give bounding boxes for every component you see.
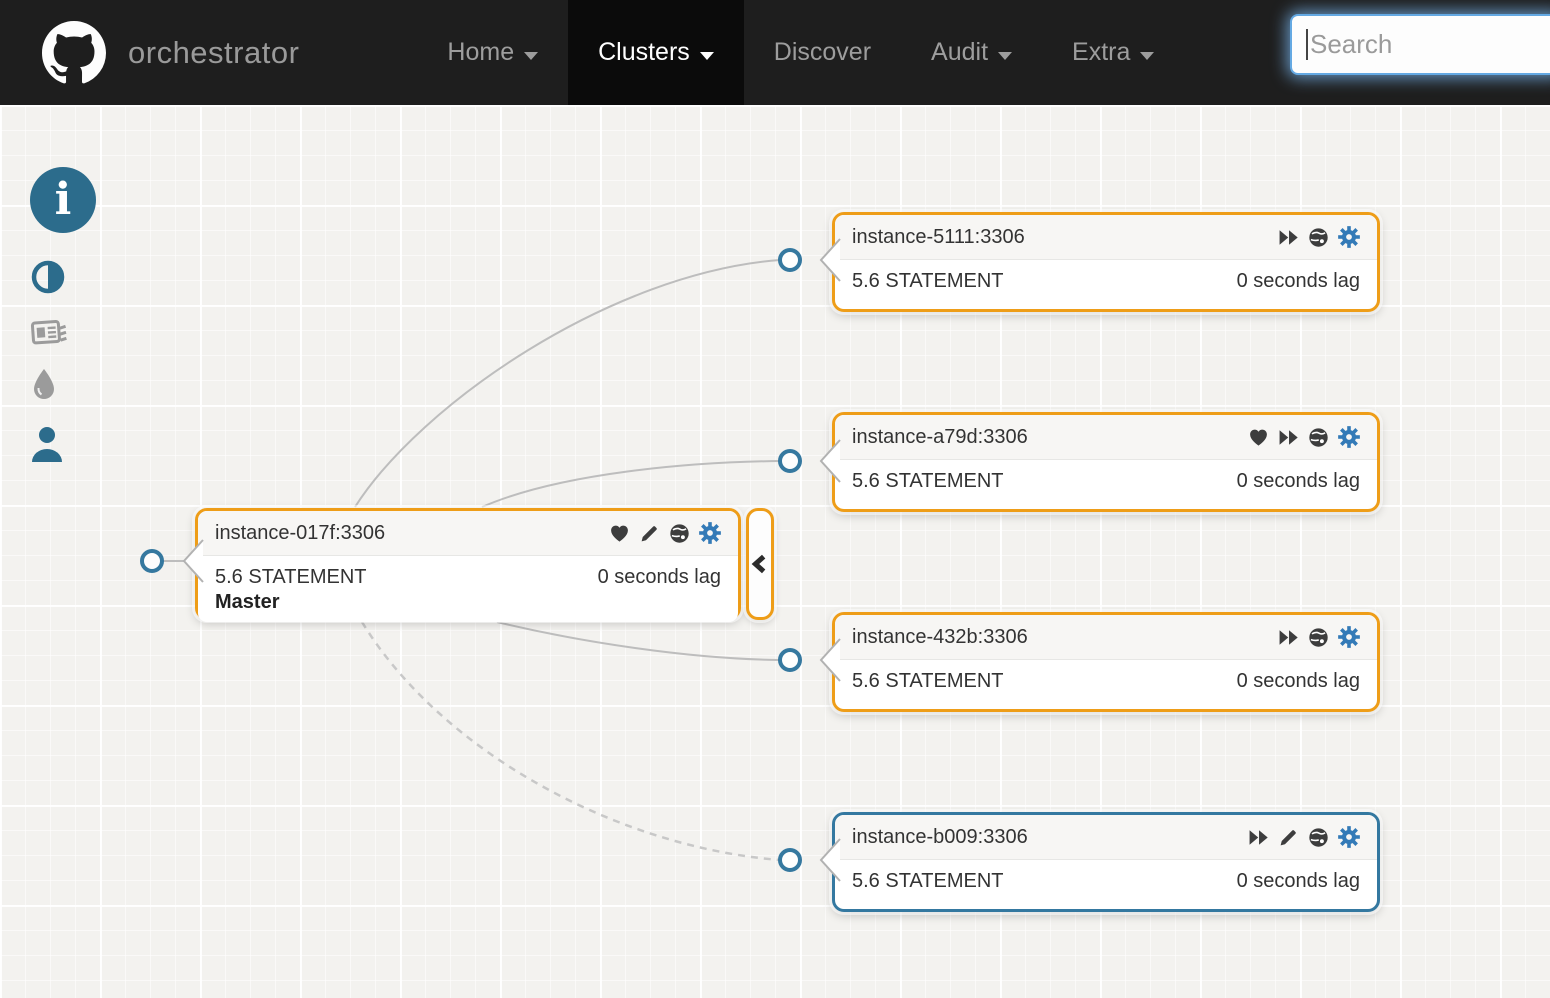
- instance-body: 5.6 STATEMENT 0 seconds lag: [835, 660, 1377, 701]
- chevron-down-icon: [524, 38, 539, 67]
- box-arrow-notch: [179, 538, 205, 589]
- fast-forward-icon[interactable]: [1278, 227, 1299, 248]
- main-menu: Home Clusters Discover Audit Extra: [417, 0, 1184, 105]
- fast-forward-icon[interactable]: [1248, 827, 1269, 848]
- top-navbar: orchestrator Home Clusters Discover Audit Ex…: [0, 0, 1550, 105]
- chevron-down-icon: [1140, 38, 1155, 67]
- instance-box[interactable]: instance-017f:3306 5.6 STATEMENT Master …: [195, 508, 741, 622]
- instance-actions: [1248, 826, 1360, 848]
- version-binlog-label: 5.6 STATEMENT: [215, 566, 367, 588]
- nav-item-label: Home: [447, 38, 515, 66]
- version-binlog-label: 5.6 STATEMENT: [852, 470, 1004, 492]
- instance-name: instance-a79d:3306: [852, 425, 1028, 448]
- newspaper-icon[interactable]: [30, 316, 68, 355]
- instance-box[interactable]: instance-a79d:3306 5.6 STATEMENT 0 secon…: [832, 412, 1380, 512]
- instance-actions: [609, 522, 721, 544]
- gear-icon[interactable]: [1338, 426, 1360, 448]
- info-icon[interactable]: i: [30, 167, 96, 233]
- nav-item-label: Discover: [773, 38, 872, 66]
- gear-icon[interactable]: [1338, 626, 1360, 648]
- sidebar-tools: i: [30, 167, 102, 469]
- instance-title-row: instance-b009:3306: [835, 815, 1377, 860]
- brand[interactable]: orchestrator: [0, 0, 299, 105]
- nav-item-discover[interactable]: Discover: [744, 0, 901, 105]
- instance-actions: [1248, 426, 1360, 448]
- collapse-subtree-button[interactable]: [746, 508, 774, 620]
- instance-title-row: instance-a79d:3306: [835, 415, 1377, 460]
- search-box: [1290, 14, 1550, 75]
- chevron-down-icon: [998, 38, 1013, 67]
- box-arrow-notch: [816, 637, 842, 688]
- instance-name: instance-017f:3306: [215, 521, 386, 544]
- fast-forward-icon[interactable]: [1278, 427, 1299, 448]
- cluster-topology-canvas: i instance-017f:3306 5.6 STATEMENT Maste…: [0, 105, 1550, 998]
- brand-title: orchestrator: [128, 34, 300, 70]
- instance-name: instance-5111:3306: [852, 225, 1025, 248]
- github-octocat-icon: [42, 20, 106, 83]
- heart-icon[interactable]: [609, 523, 630, 544]
- instance-box[interactable]: instance-b009:3306 5.6 STATEMENT 0 secon…: [832, 812, 1380, 912]
- lag-label: 0 seconds lag: [1236, 470, 1360, 492]
- globe-icon[interactable]: [669, 523, 690, 544]
- globe-icon[interactable]: [1308, 227, 1329, 248]
- user-icon[interactable]: [30, 424, 64, 469]
- droplet-icon[interactable]: [30, 367, 58, 412]
- gear-icon[interactable]: [699, 522, 721, 544]
- nav-item-clusters[interactable]: Clusters: [568, 0, 744, 105]
- box-arrow-notch: [816, 837, 842, 888]
- lag-label: 0 seconds lag: [1236, 870, 1360, 892]
- lag-label: 0 seconds lag: [1236, 270, 1360, 292]
- instance-title-row: instance-017f:3306: [198, 511, 738, 556]
- globe-icon[interactable]: [1308, 427, 1329, 448]
- instance-actions: [1278, 226, 1360, 248]
- instance-actions: [1278, 626, 1360, 648]
- lag-label: 0 seconds lag: [1236, 670, 1360, 692]
- search-input[interactable]: [1290, 14, 1550, 75]
- instance-box[interactable]: instance-432b:3306 5.6 STATEMENT 0 secon…: [832, 612, 1380, 712]
- instance-title-row: instance-5111:3306: [835, 215, 1377, 260]
- version-binlog-label: 5.6 STATEMENT: [852, 270, 1004, 292]
- gear-icon[interactable]: [1338, 826, 1360, 848]
- chevron-down-icon: [699, 38, 714, 67]
- lag-label: 0 seconds lag: [597, 566, 721, 588]
- nav-item-label: Audit: [931, 38, 989, 66]
- text-caret: [1306, 29, 1308, 60]
- adjust-icon[interactable]: [30, 259, 66, 300]
- version-binlog-label: 5.6 STATEMENT: [852, 870, 1004, 892]
- globe-icon[interactable]: [1308, 627, 1329, 648]
- box-arrow-notch: [816, 438, 842, 489]
- globe-icon[interactable]: [1308, 827, 1329, 848]
- nav-item-label: Clusters: [598, 38, 690, 66]
- box-arrow-notch: [816, 237, 842, 288]
- instance-name: instance-b009:3306: [852, 825, 1028, 848]
- nav-item-label: Extra: [1072, 38, 1131, 66]
- instance-body: 5.6 STATEMENT Master 0 seconds lag: [198, 556, 738, 622]
- heart-icon[interactable]: [1248, 427, 1269, 448]
- fast-forward-icon[interactable]: [1278, 627, 1299, 648]
- topology-links: [140, 248, 802, 872]
- topology-nodes: [140, 248, 802, 872]
- instance-name: instance-432b:3306: [852, 625, 1028, 648]
- pencil-icon[interactable]: [1278, 827, 1299, 848]
- nav-item-extra[interactable]: Extra: [1042, 0, 1184, 105]
- instance-title-row: instance-432b:3306: [835, 615, 1377, 660]
- nav-item-audit[interactable]: Audit: [901, 0, 1042, 105]
- instance-body: 5.6 STATEMENT 0 seconds lag: [835, 860, 1377, 901]
- pencil-icon[interactable]: [639, 523, 660, 544]
- instance-box[interactable]: instance-5111:3306 5.6 STATEMENT 0 secon…: [832, 212, 1380, 312]
- chevron-left-icon: [751, 554, 766, 574]
- version-binlog-label: 5.6 STATEMENT: [852, 670, 1004, 692]
- nav-item-home[interactable]: Home: [417, 0, 568, 105]
- instance-body: 5.6 STATEMENT 0 seconds lag: [835, 260, 1377, 301]
- gear-icon[interactable]: [1338, 226, 1360, 248]
- role-label: Master: [215, 591, 280, 613]
- instance-body: 5.6 STATEMENT 0 seconds lag: [835, 460, 1377, 501]
